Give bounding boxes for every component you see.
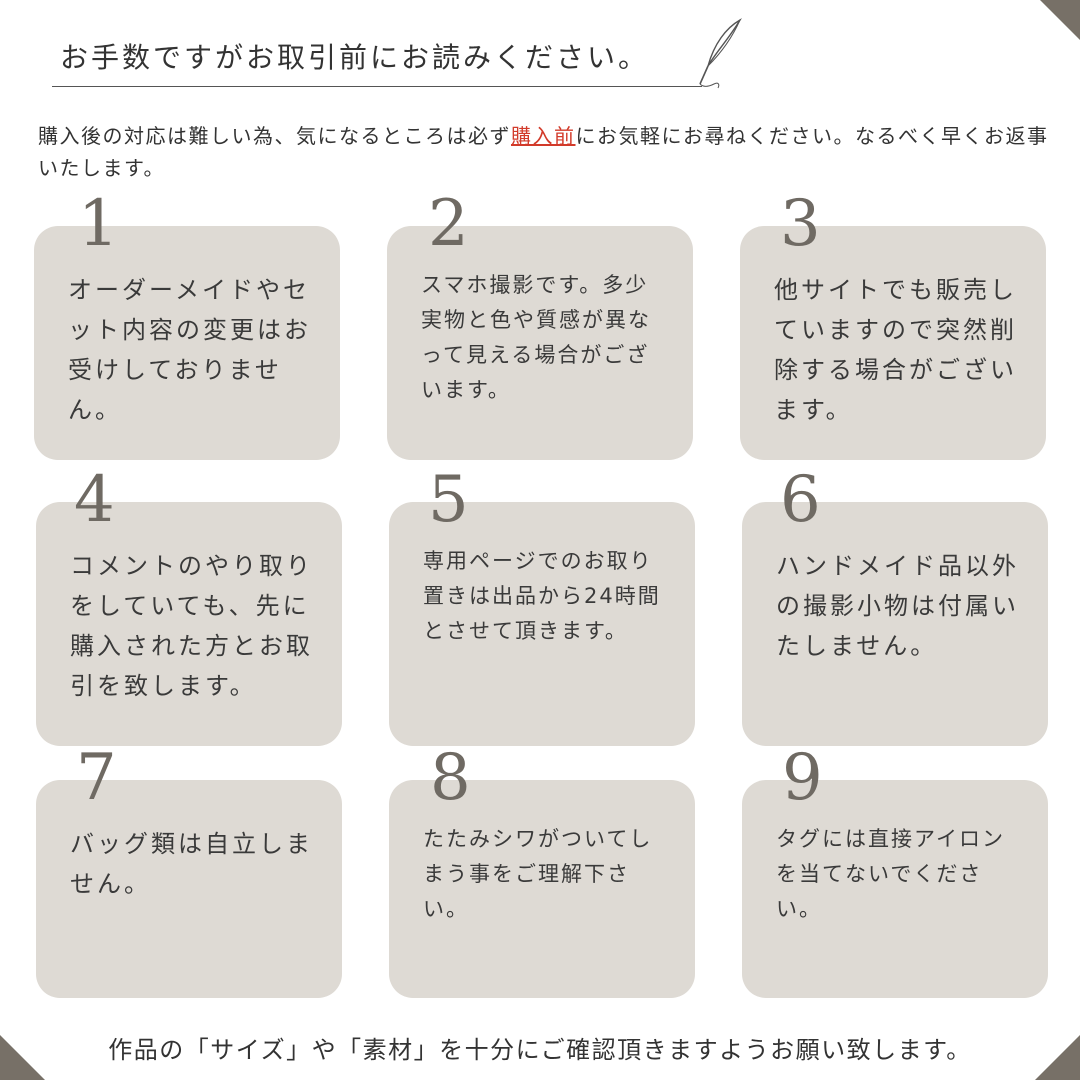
card-number: 6 xyxy=(780,463,821,537)
intro-text-before: 購入後の対応は難しい為、気になるところは必ず xyxy=(38,124,511,148)
card-4: コメントのやり取りをしていても、先に購入された方とお取引を致します。 xyxy=(36,502,342,746)
footer-note: 作品の「サイズ」や「素材」を十分にご確認頂きますようお願い致します。 xyxy=(108,1036,972,1064)
quill-pen-icon xyxy=(699,18,742,89)
card-number: 5 xyxy=(428,463,469,537)
card-7: バッグ類は自立しません。 xyxy=(36,780,342,998)
card-text: オーダーメイドやセット内容の変更はお受けしておりません。 xyxy=(68,276,311,424)
card-number: 1 xyxy=(78,187,119,261)
card-1: オーダーメイドやセット内容の変更はお受けしておりません。 xyxy=(34,226,340,460)
card-text: ハンドメイド品以外の撮影小物は付属いたしません。 xyxy=(776,552,1019,660)
page-title: お手数ですがお取引前にお読みください。 xyxy=(60,41,650,74)
card-9: タグには直接アイロンを当てないでください。 xyxy=(742,780,1048,998)
card-text: スマホ撮影です。多少実物と色や質感が異なって見える場合がございます。 xyxy=(421,273,651,402)
card-number: 8 xyxy=(430,741,471,815)
corner-decoration-bottom-right xyxy=(1035,1035,1080,1080)
card-text: タグには直接アイロンを当てないでください。 xyxy=(776,827,1005,921)
intro-highlight-text: 購入前 xyxy=(511,124,576,148)
card-text: 他サイトでも販売していますので突然削除する場合がございます。 xyxy=(774,276,1017,424)
intro-text-after: にお気軽にお尋ねください。なるべく早くお返事いたします。 xyxy=(38,124,1049,180)
card-number: 4 xyxy=(74,463,115,537)
corner-decoration-top-right xyxy=(1040,0,1080,40)
card-number: 2 xyxy=(428,187,469,261)
card-6: ハンドメイド品以外の撮影小物は付属いたしません。 xyxy=(742,502,1048,746)
card-5: 専用ページでのお取り置きは出品から24時間とさせて頂きます。 xyxy=(389,502,695,746)
corner-decoration-bottom-left xyxy=(0,1035,45,1080)
card-text: 専用ページでのお取り置きは出品から24時間とさせて頂きます。 xyxy=(423,549,661,643)
title-underline xyxy=(52,86,702,87)
card-number: 3 xyxy=(780,187,821,261)
card-text: コメントのやり取りをしていても、先に購入された方とお取引を致します。 xyxy=(70,552,313,700)
intro-paragraph: 購入後の対応は難しい為、気になるところは必ず購入前にお気軽にお尋ねください。なる… xyxy=(38,120,1058,184)
card-8: たたみシワがついてしまう事をご理解下さい。 xyxy=(389,780,695,998)
card-text: たたみシワがついてしまう事をご理解下さい。 xyxy=(423,827,653,921)
card-3: 他サイトでも販売していますので突然削除する場合がございます。 xyxy=(740,226,1046,460)
card-number: 7 xyxy=(76,741,117,815)
card-number: 9 xyxy=(782,741,823,815)
card-2: スマホ撮影です。多少実物と色や質感が異なって見える場合がございます。 xyxy=(387,226,693,460)
card-text: バッグ類は自立しません。 xyxy=(70,830,313,898)
